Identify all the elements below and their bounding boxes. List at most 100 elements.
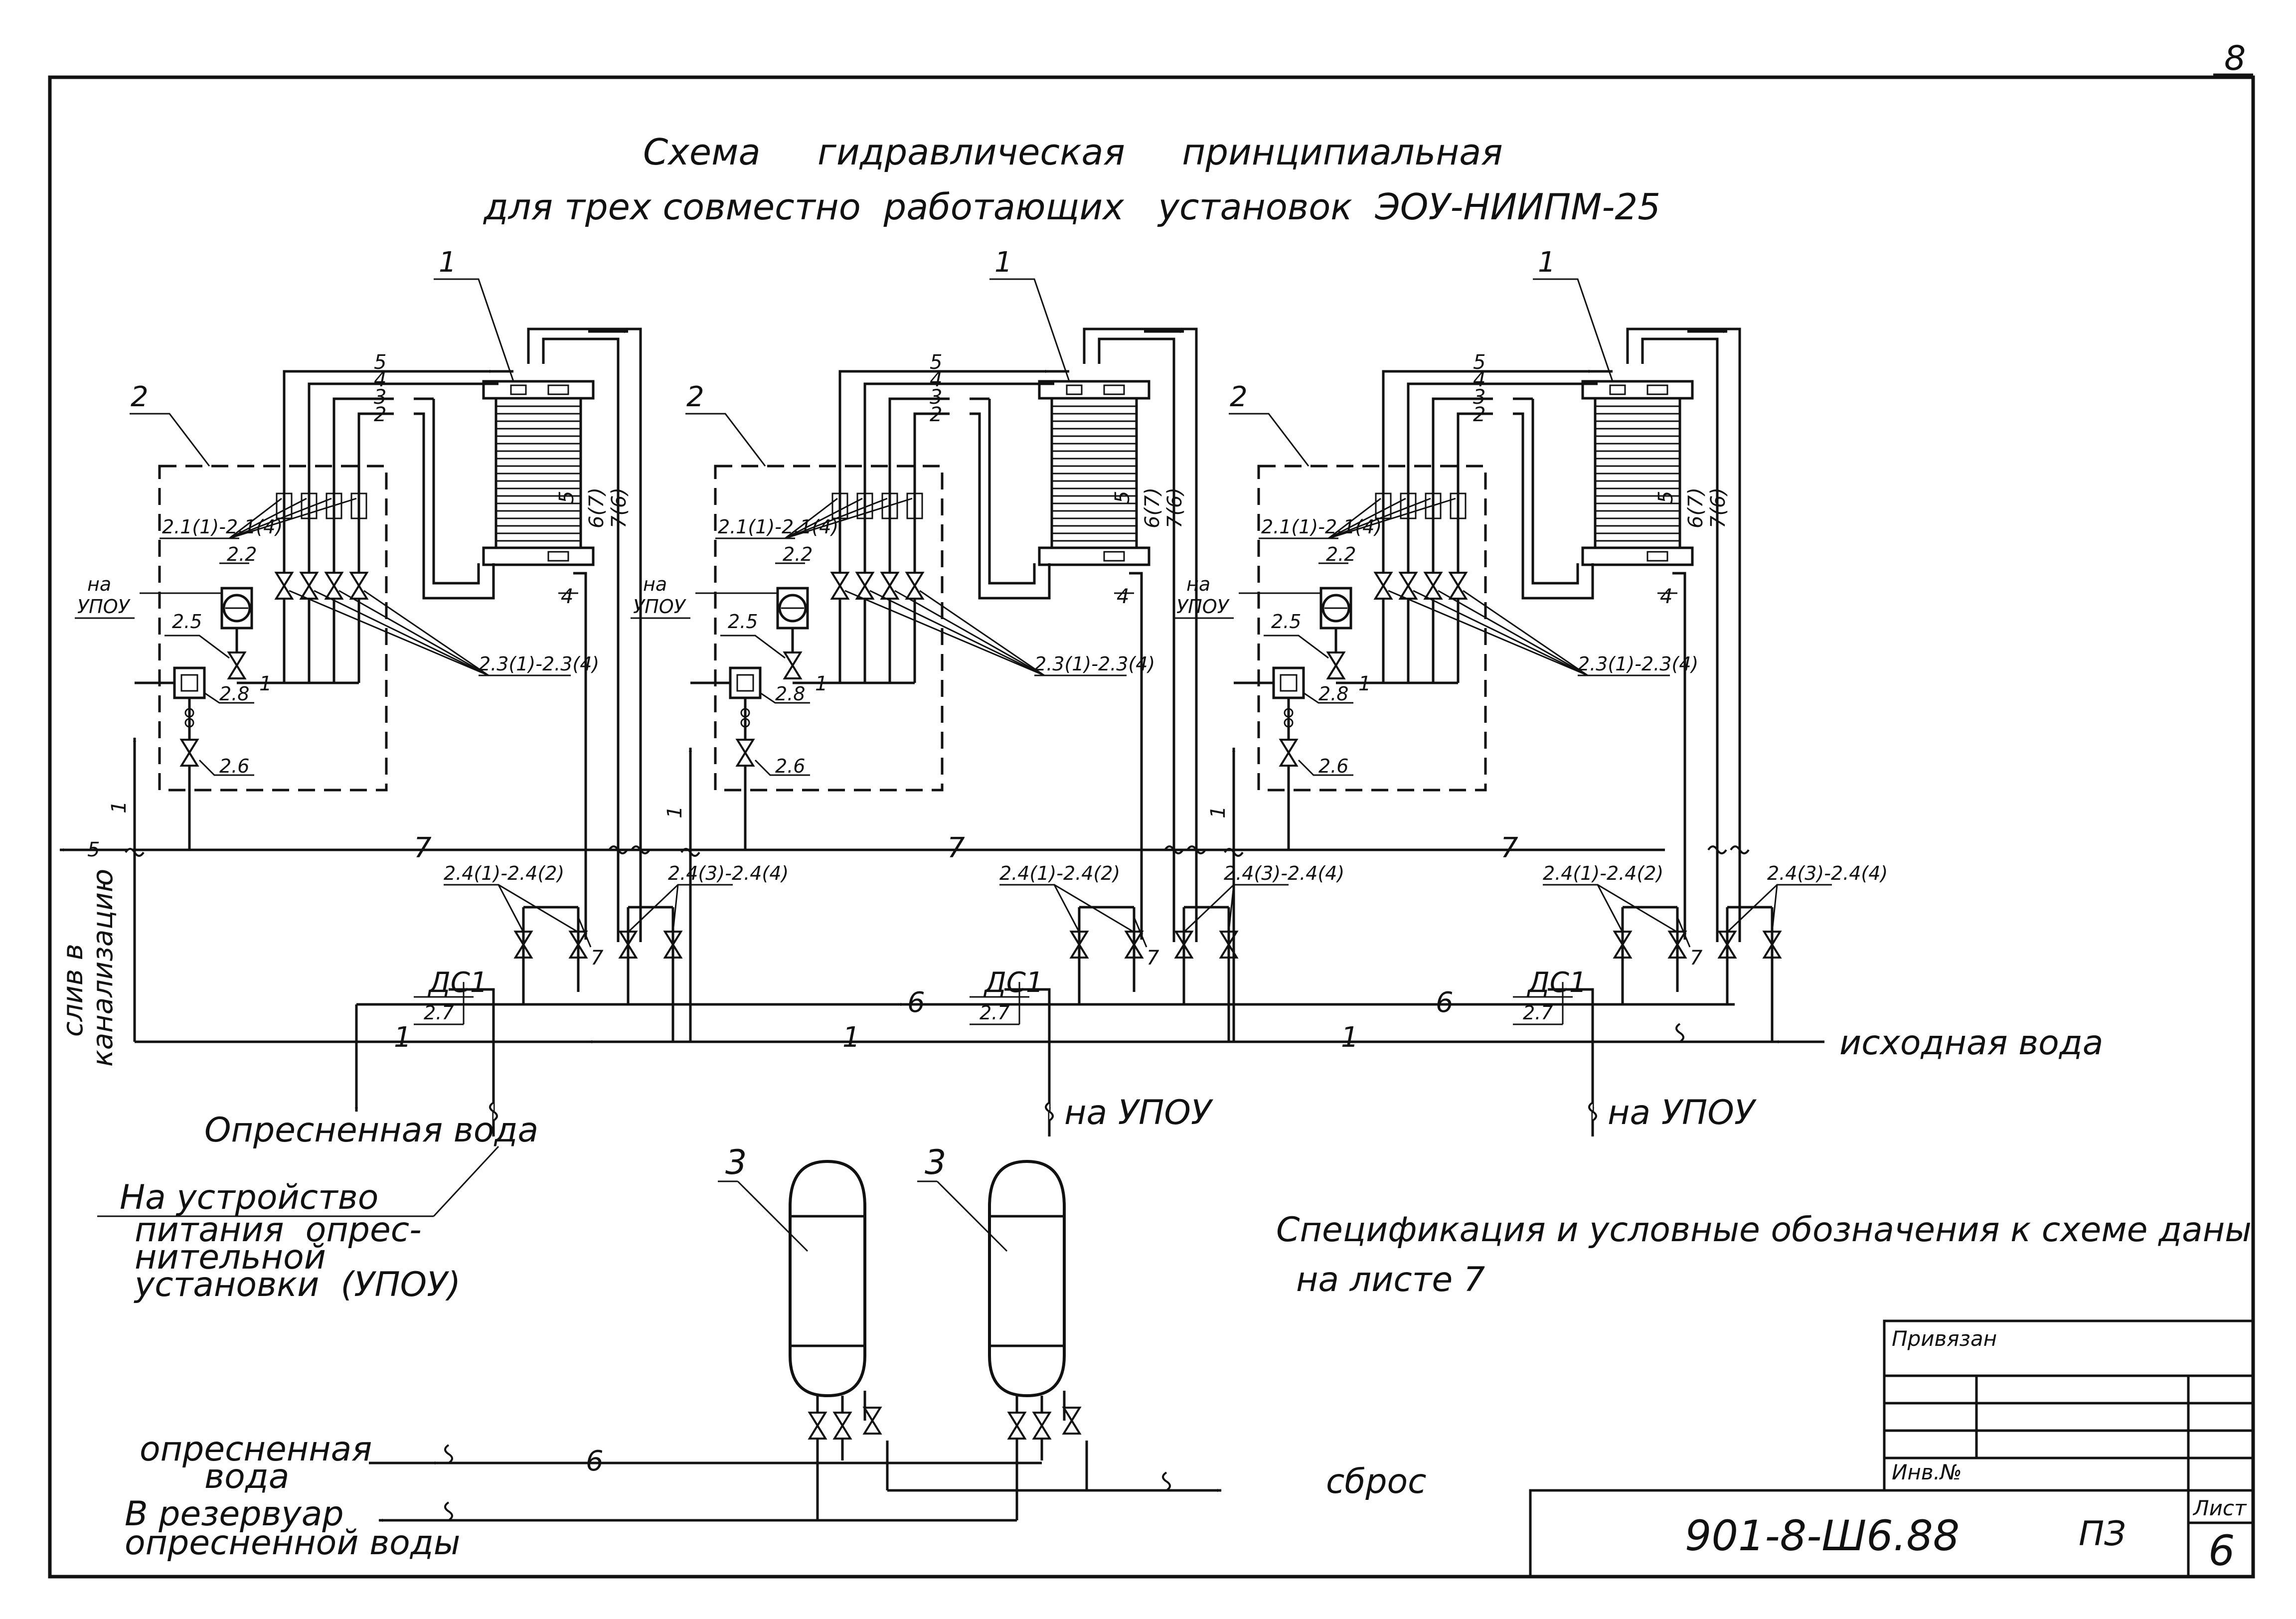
tank-1-label: 3	[725, 1143, 747, 1182]
check-valve-label: 2.5	[1271, 611, 1301, 633]
drain-valve	[736, 739, 754, 767]
filter-label: 2.2	[1326, 543, 1356, 565]
main-line-7-label: 7	[947, 832, 965, 864]
pipe-4-label: 4	[374, 368, 386, 391]
flow-sensor	[350, 492, 367, 519]
pipe-2-label: 2	[1473, 403, 1485, 426]
upou-input-label-1: на	[87, 573, 111, 595]
device-note-line-4: установки (УПОУ)	[134, 1265, 461, 1304]
pipe-2-label: 2	[374, 403, 386, 426]
stamp-section: ПЗ	[2079, 1514, 2126, 1554]
upou-bottom-label: на УПОУ	[1608, 1093, 1757, 1133]
riser-1-label: 1	[663, 806, 686, 818]
flow-sensor	[301, 492, 318, 519]
module-valve	[300, 572, 318, 600]
unit-2: 2154322.1(1)-2.1(4)2.3(1)-2.3(4)2.2наУПО…	[631, 246, 1344, 1136]
filter-label: 2.2	[783, 543, 813, 565]
pipe-5-label: 5	[930, 351, 942, 374]
meter	[1272, 666, 1305, 699]
flow-sensor	[1425, 492, 1442, 519]
module-valve	[325, 572, 343, 600]
pipe-5-label: 5	[374, 351, 386, 374]
upou-input-label-2: УПОУ	[1176, 596, 1230, 618]
module-label: 2	[686, 381, 704, 413]
left-valves-label: 2.4(1)-2.4(2)	[1543, 862, 1663, 884]
ds1-label: ДС1	[1526, 967, 1587, 999]
upou-input-label-1: на	[643, 573, 667, 595]
module-boundary	[158, 465, 388, 792]
ds1-label: ДС1	[427, 967, 488, 999]
sensors-label: 2.1(1)-2.1(4)	[718, 516, 838, 538]
tank-1	[790, 1161, 865, 1396]
manifold-7-label: 7	[1690, 947, 1703, 970]
main-line-1-label: 1	[394, 1021, 412, 1054]
pipe-1-label: 1	[259, 672, 272, 695]
main-line-6-label: 6	[1436, 986, 1454, 1019]
pipe-7-6-label: 7(6)	[608, 487, 631, 528]
module-valve	[881, 572, 899, 600]
tank-inlet-line-1: опресненная	[140, 1430, 372, 1469]
spec-note-line-1: Спецификация и условные обозначения к сх…	[1276, 1210, 2252, 1250]
module-boundary	[714, 465, 944, 792]
flow-sensor	[906, 492, 923, 519]
upou-input-label-2: УПОУ	[77, 596, 131, 618]
discharge-label: сброс	[1326, 1462, 1426, 1501]
apparatus-label: 1	[1538, 246, 1556, 279]
drain-label-line-2: канализацию	[87, 869, 119, 1067]
drain-valve	[1280, 739, 1298, 767]
drain-line-label: 1	[108, 801, 131, 813]
flow-sensor	[881, 492, 898, 519]
module-valve	[1374, 572, 1392, 600]
manifold-7-label: 7	[1147, 947, 1159, 970]
meter	[729, 666, 762, 699]
filter-label: 2.2	[227, 543, 257, 565]
pipe-6-7-label: 6(7)	[1141, 487, 1164, 528]
tank-inlet-line-2: вода	[204, 1457, 289, 1496]
right-valves-label: 2.4(3)-2.4(4)	[1767, 862, 1888, 884]
pipe-7-6-label: 7(6)	[1707, 487, 1730, 528]
stamp-inv-no: Инв.№	[1892, 1460, 1962, 1484]
apparatus-label: 1	[439, 246, 457, 279]
meter	[173, 666, 206, 699]
apparatus-label: 1	[994, 246, 1012, 279]
tank-inlet-line-6: 6	[586, 1445, 604, 1477]
flow-sensor	[856, 492, 873, 519]
desalinated-water-label: Опресненная вода	[204, 1111, 538, 1150]
module-valve	[856, 572, 874, 600]
drain-valve	[180, 739, 198, 767]
manifold-7-label: 7	[591, 947, 604, 970]
pipe-5-riser-label: 5	[1111, 491, 1134, 503]
right-valves-label: 2.4(3)-2.4(4)	[1224, 862, 1344, 884]
drain-valve-label: 2.6	[775, 755, 805, 777]
title-line-2: для трех совместно работающих установок …	[483, 186, 1660, 228]
stamp-attached: Привязан	[1892, 1326, 1997, 1351]
module-valve	[1424, 572, 1442, 600]
tank-outlet-line-1: В резервуар	[125, 1494, 344, 1534]
pipe-4-label: 4	[930, 368, 942, 391]
stamp-drawing-code: 901-8-Ш6.88	[1685, 1511, 1960, 1560]
module-valve	[906, 572, 924, 600]
device-note-line-3: нительной	[135, 1238, 326, 1277]
main-line-7-label: 5	[87, 838, 100, 861]
pipe-2-label: 2	[930, 403, 942, 426]
tank-2	[989, 1161, 1064, 1396]
right-valves-label: 2.4(3)-2.4(4)	[668, 862, 789, 884]
device-note-line-2: питания опрес-	[135, 1210, 422, 1250]
pipe-5-riser-label: 5	[555, 491, 578, 503]
filter-gauge	[222, 594, 251, 623]
valves-label: 2.3(1)-2.3(4)	[1034, 653, 1155, 675]
title-block: Привязан Инв.№ 901-8-Ш6.88 ПЗ Лист 6	[1529, 1319, 2255, 1578]
main-line-1-label: 1	[842, 1021, 860, 1054]
tanks-group: 3 3 6 опресненная вода сброс В резервуар	[125, 1143, 1426, 1563]
ds1-label: ДС1	[983, 967, 1043, 999]
sensors-label: 2.1(1)-2.1(4)	[1261, 516, 1382, 538]
check-valve	[784, 651, 802, 679]
pipe-4-label: 4	[1473, 368, 1485, 391]
check-valve	[228, 651, 246, 679]
module-valve	[275, 572, 293, 600]
pipe-7-6-label: 7(6)	[1163, 487, 1186, 528]
riser-1-label: 1	[1207, 806, 1230, 818]
pipe-6-7-label: 6(7)	[1684, 487, 1707, 528]
module-boundary	[1257, 465, 1487, 792]
